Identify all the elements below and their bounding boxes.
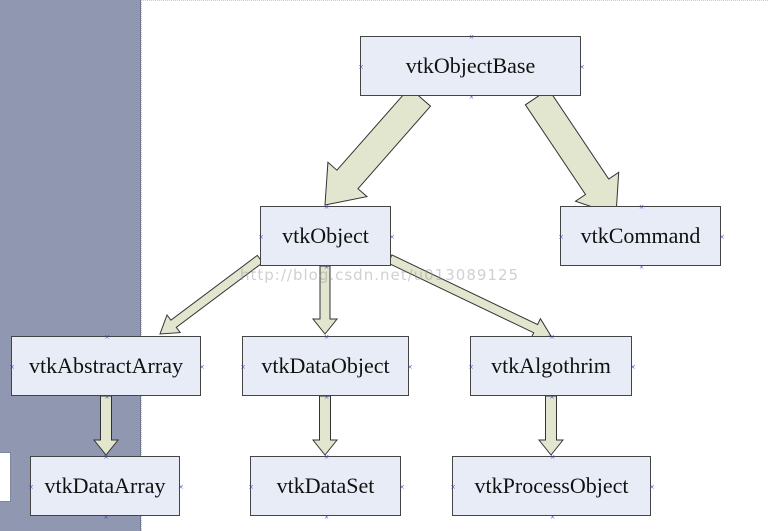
node-label: vtkDataArray <box>44 473 166 498</box>
node-vtkdataobject[interactable]: vtkDataObject × × × × <box>240 332 412 402</box>
connection-handle[interactable]: × <box>323 202 330 212</box>
connection-handle[interactable]: × <box>579 62 585 72</box>
node-label: vtkAbstractArray <box>29 353 183 378</box>
connection-handle[interactable]: × <box>323 332 330 342</box>
arrow-vtkDataObject-to-vtkDataSet[interactable] <box>311 395 339 456</box>
arrow-vtkObject-to-vtkAlgothrim[interactable] <box>387 254 552 340</box>
connection-handle[interactable]: × <box>104 332 110 342</box>
node-vtkobject[interactable]: vtkObject × × × × <box>258 202 394 272</box>
connection-handle[interactable]: × <box>258 232 264 242</box>
connection-handle[interactable]: × <box>103 512 109 522</box>
connection-handle[interactable]: × <box>549 512 556 522</box>
node-label: vtkCommand <box>580 223 701 248</box>
arrow-vtkAlgothrim-to-vtkProcessObject[interactable] <box>537 395 565 456</box>
arrow-vtkObject-to-vtkDataObject[interactable] <box>311 265 339 335</box>
node-label: vtkObject <box>282 223 369 248</box>
node-vtkalgothrim[interactable]: vtkAlgothrim × × × × <box>468 332 635 402</box>
connection-handle[interactable]: × <box>719 232 725 242</box>
connection-handle[interactable]: × <box>178 482 184 492</box>
arrow-vtkObjectBase-to-vtkObject[interactable] <box>324 87 432 206</box>
connection-handle[interactable]: × <box>104 392 110 402</box>
node-label: vtkDataObject <box>261 353 390 378</box>
connection-handle[interactable]: × <box>358 62 364 72</box>
connection-handle[interactable]: × <box>468 92 475 102</box>
node-label: vtkAlgothrim <box>491 353 611 378</box>
arrow-vtkObject-to-vtkAbstractArray[interactable] <box>159 254 264 335</box>
connection-handle[interactable]: × <box>323 452 330 462</box>
connection-handle[interactable]: × <box>638 262 645 272</box>
connection-handle[interactable]: × <box>450 482 456 492</box>
connection-handle[interactable]: × <box>240 362 246 372</box>
node-label: vtkDataSet <box>276 473 375 498</box>
connection-handle[interactable]: × <box>199 362 205 372</box>
connection-handle[interactable]: × <box>549 452 556 462</box>
connection-handle[interactable]: × <box>630 362 636 372</box>
node-vtkprocessobject[interactable]: vtkProcessObject × × × × <box>450 452 654 522</box>
connection-handle[interactable]: × <box>468 362 474 372</box>
arrow-vtkAbstractArray-to-vtkDataArray[interactable] <box>92 395 120 456</box>
connection-handle[interactable]: × <box>9 362 15 372</box>
connection-handle[interactable]: × <box>323 512 330 522</box>
connection-handle[interactable]: × <box>28 482 34 492</box>
node-label: vtkObjectBase <box>405 53 536 78</box>
arrow-vtkObjectBase-to-vtkCommand[interactable] <box>524 88 620 216</box>
node-vtkcommand[interactable]: vtkCommand × × × × <box>558 202 724 272</box>
watermark: http://blog.csdn.net/u013089125 <box>240 266 520 284</box>
connection-handle[interactable]: × <box>323 392 330 402</box>
node-label: vtkProcessObject <box>474 473 629 498</box>
node-vtkobjectbase[interactable]: vtkObjectBase × × × × <box>358 32 584 102</box>
node-vtkdataarray[interactable]: vtkDataArray × × × × <box>28 452 183 522</box>
connection-handle[interactable]: × <box>549 392 555 402</box>
connection-handle[interactable]: × <box>468 32 475 42</box>
panel-tab[interactable] <box>0 452 11 502</box>
connection-handle[interactable]: × <box>103 452 109 462</box>
node-vtkdataset[interactable]: vtkDataSet × × × × <box>248 452 404 522</box>
connection-handle[interactable]: × <box>407 362 413 372</box>
left-panel <box>0 0 141 531</box>
node-vtkabstractarray[interactable]: vtkAbstractArray × × × × <box>9 332 204 402</box>
connection-handle[interactable]: × <box>638 202 645 212</box>
connection-handle[interactable]: × <box>558 232 564 242</box>
connection-handle[interactable]: × <box>248 482 254 492</box>
connection-handle[interactable]: × <box>549 332 555 342</box>
connection-handle[interactable]: × <box>389 232 395 242</box>
connection-handle[interactable]: × <box>649 482 655 492</box>
connection-handle[interactable]: × <box>323 262 330 272</box>
connection-handle[interactable]: × <box>399 482 405 492</box>
